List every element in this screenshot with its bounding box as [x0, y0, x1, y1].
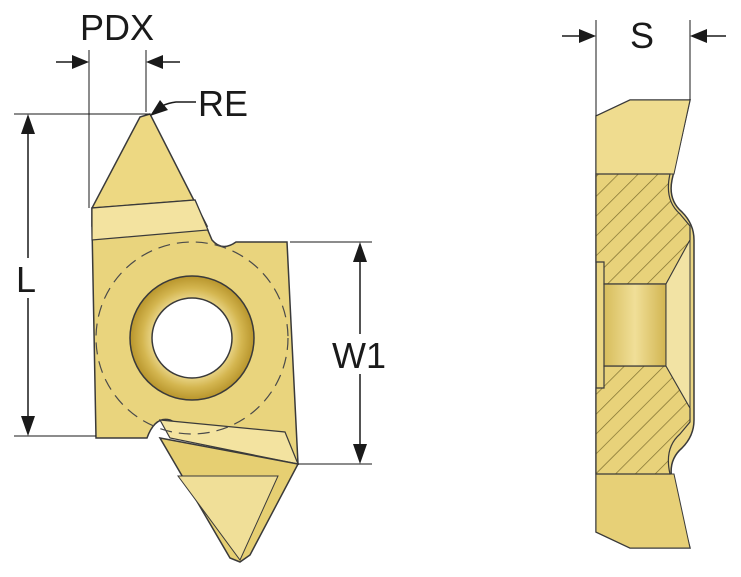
side-upper-chamfer	[595, 99, 691, 175]
mounting-hole	[151, 297, 233, 379]
w1-label: W1	[332, 335, 386, 376]
pdx-dimension: PDX	[56, 7, 180, 208]
re-dimension: RE	[150, 83, 248, 124]
lower-tip-facet	[177, 475, 279, 561]
w1-dimension: W1	[290, 241, 390, 465]
upper-bevel-band	[91, 199, 209, 241]
insert-top-view	[91, 113, 300, 563]
insert-side-view	[595, 99, 695, 549]
l-dimension: L	[12, 113, 150, 437]
side-countersink	[665, 239, 691, 410]
l-label: L	[16, 259, 36, 300]
side-lower-chamfer	[595, 473, 691, 549]
s-dimension: S	[562, 15, 726, 116]
pdx-label: PDX	[80, 7, 154, 48]
re-label: RE	[198, 83, 248, 124]
inscribed-circle	[95, 241, 289, 435]
s-label: S	[630, 15, 654, 56]
side-bore	[603, 283, 667, 367]
